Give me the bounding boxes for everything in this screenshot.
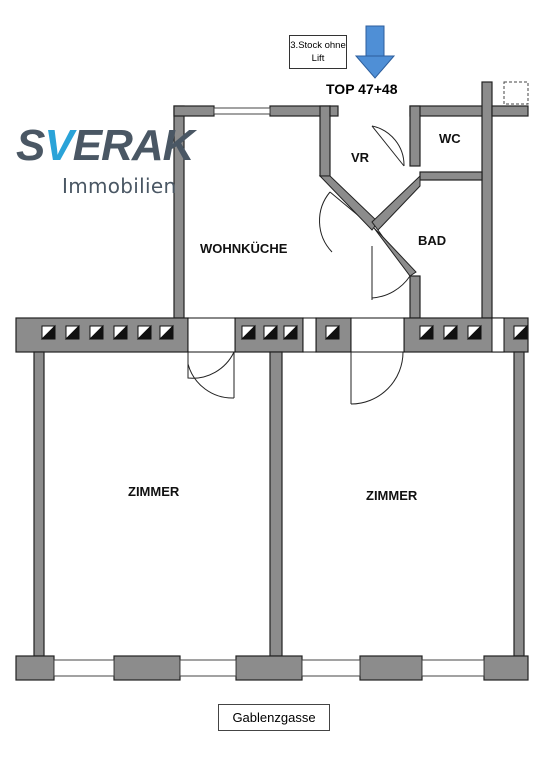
street-label: Gablenzgasse: [218, 704, 330, 731]
logo-wordmark: SVERAK: [16, 121, 194, 170]
floor-note: 3.Stock ohne Lift: [289, 35, 347, 69]
facade-window-marks: [40, 317, 528, 353]
window-openings: [53, 81, 529, 677]
room-label-vr: VR: [351, 150, 370, 165]
room-label-bad: BAD: [418, 233, 447, 248]
room-label-wohnkueche: WOHNKÜCHE: [200, 241, 288, 256]
room-label-zimmer-right: ZIMMER: [366, 488, 418, 503]
entrance-arrow-icon: [354, 25, 396, 79]
room-label-wc: WC: [439, 131, 461, 146]
unit-title: TOP 47+48: [326, 81, 398, 97]
diagonal-walls: [318, 174, 421, 277]
logo-subtitle: Immobilien: [62, 174, 177, 198]
company-logo: SVERAK Immobilien: [16, 106, 194, 202]
doors: [187, 125, 411, 405]
room-label-zimmer-left: ZIMMER: [128, 484, 180, 499]
walls: [15, 81, 529, 681]
